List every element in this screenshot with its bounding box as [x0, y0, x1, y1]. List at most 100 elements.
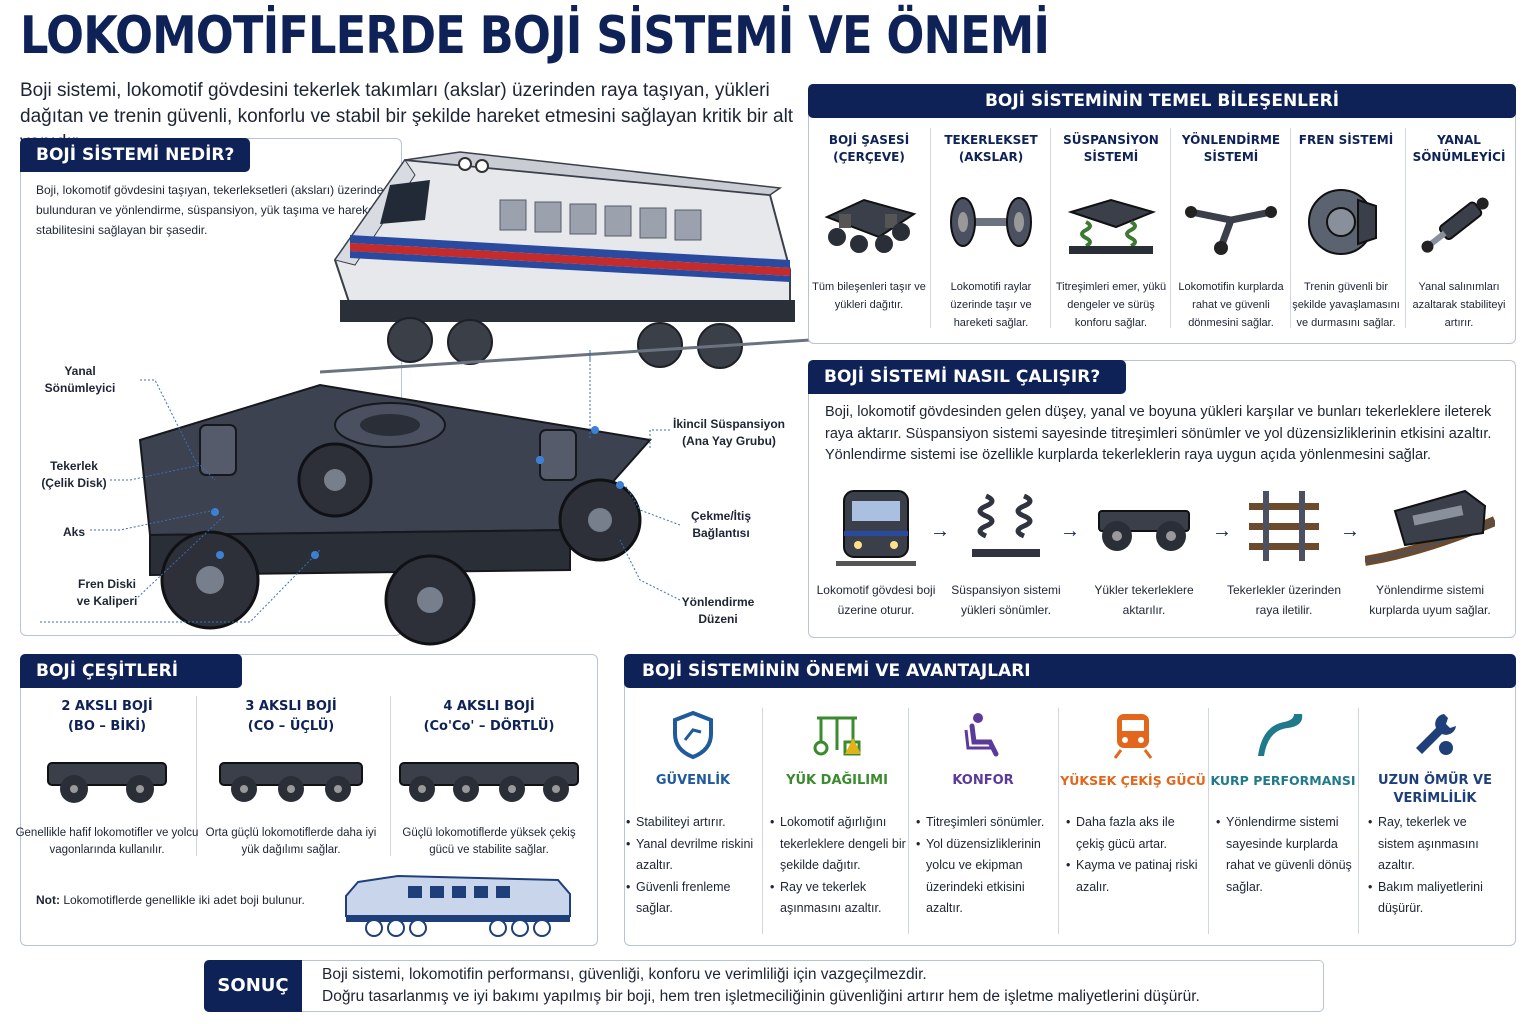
bogie-3-axle-icon: [219, 762, 363, 802]
types-heading: BOJİ ÇEŞİTLERİ: [20, 654, 242, 688]
step-caption: Tekerlekler üzerinden raya iletilir.: [1226, 583, 1342, 617]
advantage-title: KONFOR: [952, 773, 1014, 788]
component-brake: FREN SİSTEMİ Trenin güvenli bir şekilde …: [1287, 132, 1405, 332]
callout-secondary-suspension: İkincil Süspansiyon (Ana Yay Grubu): [672, 417, 786, 448]
advantage-load: YÜK DAĞILIMI Lokomotif ağırlığını tekerl…: [766, 706, 908, 920]
type-title: 3 AKSLI BOJİ: [245, 699, 337, 714]
type-subtitle: (CO – ÜÇLÜ): [247, 719, 335, 734]
advantage-title: UZUN ÖMÜR VE VERİMLİLİK: [1378, 773, 1492, 806]
advantage-title: YÜK DAĞILIMI: [786, 773, 888, 788]
definition-text: Boji, lokomotif gövdesini taşıyan, teker…: [36, 183, 384, 237]
component-title: TEKERLEKSET (AKSLAR): [944, 133, 1038, 164]
component-separator: [1170, 128, 1171, 328]
advantage-title: YÜKSEK ÇEKİŞ GÜCÜ: [1060, 773, 1206, 788]
advantage-bullet: Titreşimleri sönümler.: [916, 812, 1054, 834]
components-panel: [808, 84, 1516, 344]
locomotive-front-icon: [836, 490, 916, 566]
how-panel: [808, 360, 1516, 638]
component-title: BOJİ ŞASESİ (ÇERÇEVE): [828, 133, 910, 164]
callout-axle: Aks: [62, 525, 85, 539]
component-title: YÖNLENDİRME SİSTEMİ: [1181, 133, 1281, 164]
how-step: Yükler tekerleklere aktarılır.: [1074, 478, 1214, 620]
step-caption: Yönlendirme sistemi kurplarda uyum sağla…: [1369, 583, 1491, 617]
page-title: LOKOMOTİFLERDE BOJİ SİSTEMİ VE ÖNEMİ: [20, 6, 1050, 66]
advantage-comfort: KONFOR Titreşimleri sönümler. Yol düzens…: [912, 706, 1054, 920]
type-4-axle: 4 AKSLI BOJİ (Co'Co' – DÖRTLÜ) Güçlü lok…: [394, 697, 584, 859]
type-title: 4 AKSLI BOJİ: [443, 699, 535, 714]
type-subtitle: (BO – BİKİ): [67, 719, 147, 734]
component-desc: Tüm bileşenleri taşır ve yükleri dağıtır…: [812, 281, 926, 311]
bogie-4-axle-icon: [399, 762, 579, 802]
types-note-text: Lokomotiflerde genellikle iki adet boji …: [60, 893, 305, 907]
advantage-longevity: UZUN ÖMÜR VE VERİMLİLİK Ray, tekerlek ve…: [1364, 706, 1506, 920]
steering-icon: [1185, 206, 1277, 255]
how-step: Süspansiyon sistemi yükleri sönümler.: [936, 478, 1076, 620]
locomotive-curve-icon: [1365, 489, 1495, 566]
frame-icon: [824, 198, 917, 253]
damper-icon: [1421, 197, 1489, 253]
step-arrow: →: [1060, 520, 1080, 542]
advantage-safety: GÜVENLİK Stabiliteyi artırır. Yanal devr…: [622, 706, 764, 920]
adv-separator: [1358, 708, 1359, 934]
advantage-curve: KURP PERFORMANSI Yönlendirme sistemi say…: [1210, 706, 1356, 898]
how-text: Boji, lokomotif gövdesinden gelen düşey,…: [825, 404, 1492, 463]
bogie-illustration: [138, 383, 652, 646]
component-desc: Lokomotifi raylar üzerinde taşır ve hare…: [950, 281, 1032, 329]
callout-steering: Yönlendirme Düzeni: [681, 595, 755, 626]
wrench-icon: [1416, 714, 1456, 755]
type-3-axle: 3 AKSLI BOJİ (CO – ÜÇLÜ) Orta güçlü loko…: [196, 697, 386, 859]
component-desc: Titreşimleri emer, yükü dengeler ve sürü…: [1055, 281, 1167, 329]
locomotive-blueprint-icon: [345, 874, 571, 937]
advantage-traction: YÜKSEK ÇEKİŞ GÜCÜ Daha fazla aks ile çek…: [1060, 706, 1206, 898]
bogie-icon: [1098, 510, 1190, 551]
train-icon: [1113, 714, 1153, 759]
component-separator: [930, 128, 931, 328]
advantage-bullet: Lokomotif ağırlığını tekerleklere dengel…: [770, 812, 908, 877]
type-desc: Güçlü lokomotiflerde yüksek çekiş gücü v…: [402, 827, 576, 856]
component-steering: YÖNLENDİRME SİSTEMİ Lokomotifin kurplard…: [1172, 132, 1290, 332]
type-separator: [196, 696, 197, 856]
advantage-bullet: Güvenli frenleme sağlar.: [626, 877, 764, 920]
type-separator: [390, 696, 391, 856]
wheelset-icon: [950, 197, 1032, 247]
advantage-bullet: Daha fazla aks ile çekiş gücü artar.: [1066, 812, 1204, 855]
component-desc: Yanal salınımları azaltarak stabiliteyi …: [1412, 281, 1506, 329]
component-separator: [1405, 128, 1406, 328]
how-step: Yönlendirme sistemi kurplarda uyum sağla…: [1360, 478, 1500, 620]
component-damper: YANAL SÖNÜMLEYİCİ Yanal salınımları azal…: [1400, 132, 1518, 332]
type-2-axle: 2 AKSLI BOJİ (BO – BİKİ) Genellikle hafi…: [12, 697, 202, 859]
callout-lines: [40, 350, 681, 623]
adv-separator: [1058, 708, 1059, 934]
types-note-label: Not:: [36, 893, 60, 907]
component-separator: [1290, 128, 1291, 328]
brake-disc-icon: [1308, 189, 1377, 255]
step-arrow: →: [1212, 520, 1232, 542]
type-desc: Orta güçlü lokomotiflerde daha iyi yük d…: [205, 827, 377, 856]
component-suspension: SÜSPANSİYON SİSTEMİ Titreşimleri emer, y…: [1052, 132, 1170, 332]
how-heading: BOJİ SİSTEMİ NASIL ÇALIŞIR?: [808, 360, 1126, 394]
rail-track-icon: [1249, 491, 1319, 561]
conclusion-text: Boji sistemi, lokomotifin performansı, g…: [322, 964, 1312, 1008]
component-title: SÜSPANSİYON SİSTEMİ: [1063, 133, 1159, 164]
type-title: 2 AKSLI BOJİ: [61, 699, 153, 714]
advantage-bullet: Yol düzensizliklerinin yolcu ve ekipman …: [916, 834, 1054, 920]
advantage-bullet: Ray ve tekerlek aşınmasını azaltır.: [770, 877, 908, 920]
how-step: Tekerlekler üzerinden raya iletilir.: [1214, 478, 1354, 620]
step-caption: Süspansiyon sistemi yükleri sönümler.: [951, 583, 1061, 617]
conclusion-line-1: Boji sistemi, lokomotifin performansı, g…: [322, 966, 927, 983]
advantage-title: GÜVENLİK: [655, 773, 731, 788]
callout-wheel: Tekerlek (Çelik Disk): [41, 459, 107, 490]
suspension-icon: [1067, 198, 1157, 254]
component-title: FREN SİSTEMİ: [1298, 133, 1394, 147]
curve-road-icon: [1258, 714, 1303, 756]
callout-brake: Fren Diski ve Kaliperi: [76, 577, 138, 608]
load-distribution-icon: [813, 716, 861, 756]
component-desc: Lokomotifin kurplarda rahat ve güvenli d…: [1178, 281, 1284, 329]
step-caption: Yükler tekerleklere aktarılır.: [1094, 583, 1194, 617]
advantages-heading: BOJİ SİSTEMİNİN ÖNEMİ VE AVANTAJLARI: [624, 654, 1516, 688]
seat-icon: [964, 713, 999, 757]
springs-icon: [972, 493, 1040, 557]
how-step: Lokomotif gövdesi boji üzerine oturur.: [806, 478, 946, 620]
advantage-bullet: Stabiliteyi artırır.: [626, 812, 764, 834]
types-note: Not: Lokomotiflerde genellikle iki adet …: [36, 893, 305, 907]
